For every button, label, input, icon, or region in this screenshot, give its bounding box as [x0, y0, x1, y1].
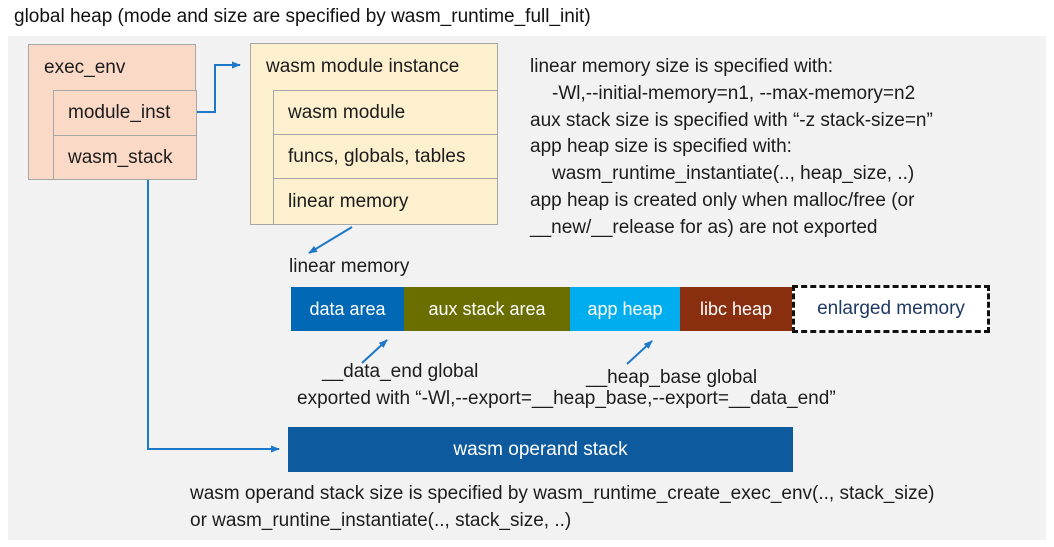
exec-env-label: exec_env — [44, 57, 126, 78]
operand-stack-notes: wasm operand stack size is specified by … — [190, 481, 935, 534]
linear-memory-box: linear memory — [273, 178, 498, 225]
note-line: or wasm_runtine_instantiate(.., stack_si… — [190, 509, 572, 531]
wasm-operand-stack-bar: wasm operand stack — [288, 427, 793, 472]
module-inst-box: module_inst — [53, 90, 197, 136]
wasm-module-instance-label: wasm module instance — [266, 56, 460, 77]
note-line: aux stack size is specified with “-z sta… — [530, 109, 933, 131]
segment-app-heap: app heap — [570, 287, 680, 331]
note-line: wasm_runtime_instantiate(.., heap_size, … — [552, 163, 915, 185]
heap-base-global-label: __heap_base global — [586, 367, 758, 388]
note-line: -Wl,--initial-memory=n1, --max-memory=n2 — [552, 82, 916, 104]
memory-size-notes: linear memory size is specified with: -W… — [530, 54, 1046, 242]
wasm-module-box: wasm module — [273, 90, 498, 135]
data-end-global-label: __data_end global — [322, 361, 479, 382]
segment-libc-heap: libc heap — [680, 287, 792, 331]
diagram-title: global heap (mode and size are specified… — [14, 6, 591, 27]
funcs-globals-tables-box: funcs, globals, tables — [273, 134, 498, 179]
segment-aux-stack-area: aux stack area — [404, 287, 570, 331]
segment-enlarged-memory: enlarged memory — [792, 285, 990, 333]
wasm-stack-box: wasm_stack — [53, 135, 197, 180]
linear-memory-bar-label: linear memory — [289, 256, 410, 277]
note-line: app heap is created only when malloc/fre… — [530, 189, 915, 211]
note-line: linear memory size is specified with: — [530, 56, 834, 77]
exported-with-label: exported with “-Wl,--export=__heap_base,… — [297, 388, 836, 409]
note-line: app heap size is specified with: — [530, 136, 792, 158]
note-line: __new/__release for as) are not exported — [530, 216, 878, 238]
note-line: wasm operand stack size is specified by … — [190, 483, 935, 504]
segment-data-area: data area — [291, 287, 404, 331]
